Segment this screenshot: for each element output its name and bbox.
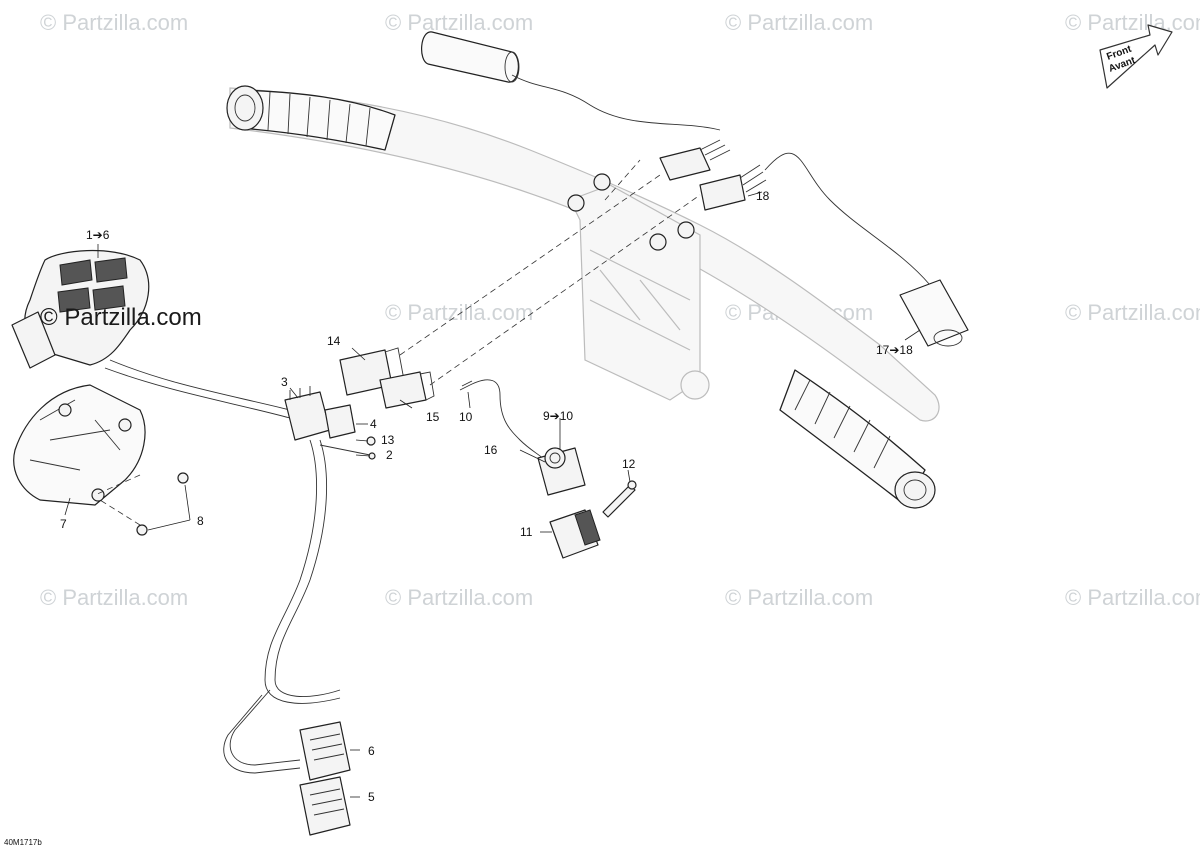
harness-end-connectors bbox=[299, 721, 351, 836]
left-switch-housing bbox=[11, 249, 291, 419]
callouts: 1➔6 3 4 13 2 8 7 14 15 10 9➔10 16 11 12 … bbox=[60, 189, 913, 804]
watermark: © Partzilla.com bbox=[385, 10, 533, 35]
callout-8: 8 bbox=[197, 514, 204, 528]
callout-14: 14 bbox=[327, 334, 341, 348]
mounting-bracket bbox=[549, 509, 601, 559]
assembly-dashed-lines bbox=[94, 159, 701, 526]
watermark: © Partzilla.com bbox=[1065, 300, 1200, 325]
callout-12: 12 bbox=[622, 457, 636, 471]
wiring-harness bbox=[223, 439, 341, 774]
callout-5: 5 bbox=[368, 790, 375, 804]
watermark: © Partzilla.com bbox=[725, 585, 873, 610]
throttle-sensor bbox=[537, 447, 586, 496]
callout-4: 4 bbox=[370, 417, 377, 431]
callout-10: 10 bbox=[459, 410, 473, 424]
heated-grip-element-right bbox=[899, 279, 969, 347]
watermark: © Partzilla.com bbox=[1065, 585, 1200, 610]
watermark: © Partzilla.com bbox=[385, 300, 533, 325]
figure-code: 40M1717b bbox=[4, 838, 42, 847]
sensor-cable bbox=[459, 379, 546, 461]
callout-13: 13 bbox=[381, 433, 395, 447]
bolt-12 bbox=[602, 480, 637, 518]
switch-housing-cover bbox=[13, 384, 146, 506]
callout-9-10: 9➔10 bbox=[543, 409, 573, 423]
callout-17-18: 17➔18 bbox=[876, 343, 913, 357]
watermark-prominent: © Partzilla.com bbox=[40, 304, 202, 331]
heated-grip-element-left bbox=[421, 31, 721, 131]
callout-16: 16 bbox=[484, 443, 498, 457]
harness-connector-cluster bbox=[284, 386, 376, 460]
callout-18: 18 bbox=[756, 189, 770, 203]
handlebar bbox=[226, 85, 940, 509]
callout-7: 7 bbox=[60, 517, 67, 531]
connector-pair-18 bbox=[659, 139, 931, 286]
callout-15: 15 bbox=[426, 410, 440, 424]
watermark: © Partzilla.com bbox=[40, 585, 188, 610]
callout-2: 2 bbox=[386, 448, 393, 462]
callout-1-6: 1➔6 bbox=[86, 228, 110, 242]
handlebar-riser bbox=[567, 173, 710, 401]
leader-lines bbox=[64, 191, 921, 798]
callout-3: 3 bbox=[281, 375, 288, 389]
callout-11: 11 bbox=[520, 525, 533, 539]
connectors-14-15 bbox=[339, 347, 435, 409]
watermark: © Partzilla.com bbox=[385, 585, 533, 610]
screws-8 bbox=[136, 472, 189, 536]
watermark: © Partzilla.com bbox=[40, 10, 188, 35]
front-direction-arrow: Front Avant bbox=[1099, 24, 1173, 89]
watermark: © Partzilla.com bbox=[1065, 10, 1200, 35]
callout-6: 6 bbox=[368, 744, 375, 758]
watermark: © Partzilla.com bbox=[725, 10, 873, 35]
watermark-layer: © Partzilla.com © Partzilla.com © Partzi… bbox=[40, 10, 1200, 610]
